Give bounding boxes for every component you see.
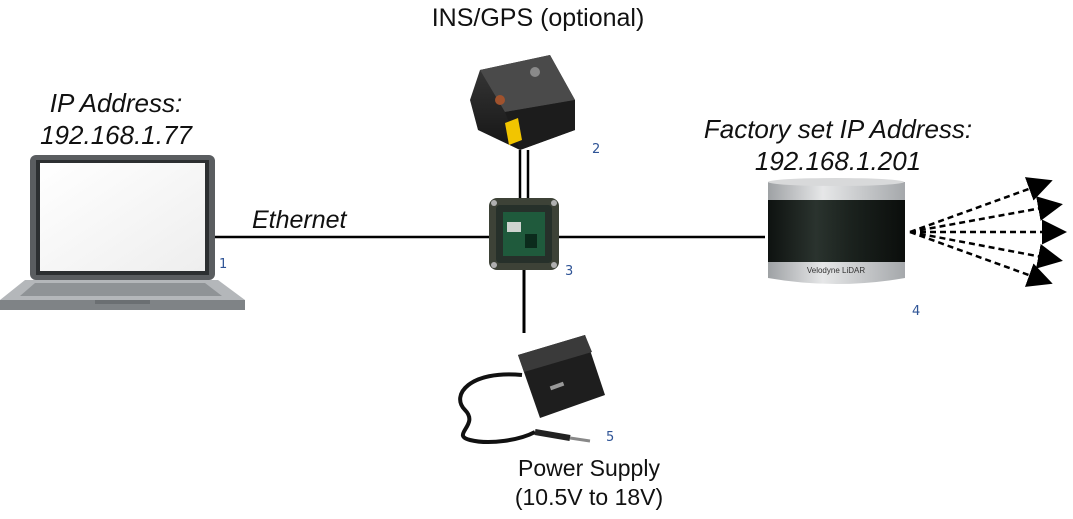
laser-beam [909,230,1063,269]
interface-box-number: 3 [565,264,574,279]
lidar-number: 4 [912,304,921,319]
laser-beam [909,230,1053,287]
power-supply-image [458,335,605,444]
power-supply-label-line1: Power Supply [518,455,660,481]
laptop-ip-label-line1: IP Address: [49,88,183,118]
laser-beams [909,177,1067,287]
lidar-ip-label-line2: 192.168.1.201 [754,146,922,176]
lidar-ip-label-line1: Factory set IP Address: [703,114,973,144]
ins-gps-title: INS/GPS (optional) [431,4,645,32]
laptop-number: 1 [219,257,228,272]
lidar-brand-text: Velodyne LiDAR [807,266,865,275]
power-number: 5 [606,430,615,445]
laptop-ip-label-line2: 192.168.1.77 [40,120,192,150]
laser-beam [909,177,1053,234]
laptop-image [0,155,245,310]
lidar-image [768,178,905,284]
interface-box-image [489,198,559,270]
laser-beam [909,196,1063,234]
ins-gps-image [470,55,575,150]
ins-number: 2 [592,142,601,157]
power-supply-label-line2: (10.5V to 18V) [514,484,664,510]
ethernet-label: Ethernet [252,206,347,234]
